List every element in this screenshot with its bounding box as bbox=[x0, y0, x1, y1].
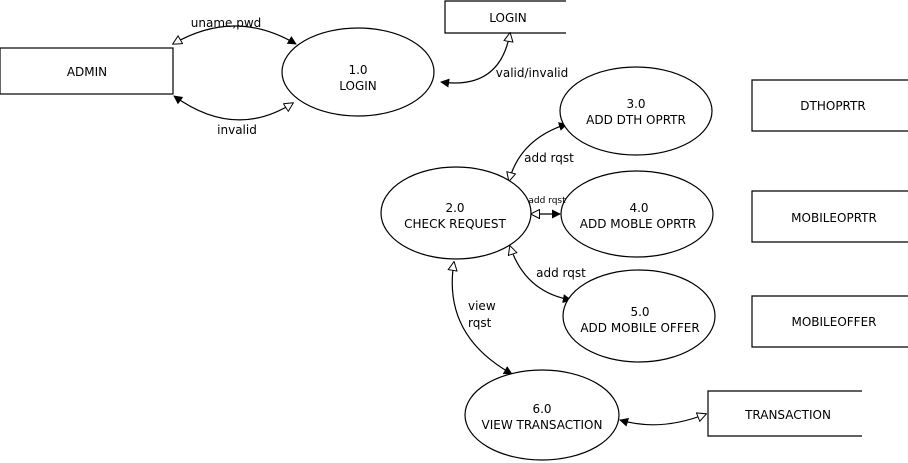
flow-label-invalid: invalid bbox=[217, 123, 257, 137]
store-login-label: LOGIN bbox=[489, 11, 527, 25]
flow-check-to-offer bbox=[510, 246, 571, 300]
store-mobileoprtr-label: MOBILEOPRTR bbox=[791, 211, 877, 225]
entity-admin-label: ADMIN bbox=[67, 65, 107, 79]
process-check-request-name: CHECK REQUEST bbox=[404, 217, 506, 231]
process-login-number: 1.0 bbox=[348, 63, 367, 77]
flow-view-to-transaction bbox=[620, 414, 706, 425]
store-transaction: TRANSACTION bbox=[707, 390, 862, 437]
store-mobileoffer: MOBILEOFFER bbox=[751, 295, 908, 348]
process-login-name: LOGIN bbox=[339, 79, 377, 93]
flow-label-add-rqst-mobile: add rqst bbox=[528, 196, 566, 206]
entity-admin: ADMIN bbox=[0, 47, 174, 95]
process-check-request: 2.0 CHECK REQUEST bbox=[380, 166, 532, 260]
store-mobileoffer-label: MOBILEOFFER bbox=[791, 315, 876, 329]
process-add-mobile-number: 4.0 bbox=[629, 201, 648, 215]
flow-label-view: view bbox=[468, 299, 496, 313]
store-transaction-label: TRANSACTION bbox=[744, 408, 831, 422]
process-add-dth: 3.0 ADD DTH OPRTR bbox=[559, 66, 713, 156]
process-add-dth-number: 3.0 bbox=[626, 97, 645, 111]
process-check-request-number: 2.0 bbox=[445, 201, 464, 215]
process-add-offer: 5.0 ADD MOBILE OFFER bbox=[562, 269, 716, 363]
process-add-offer-name: ADD MOBILE OFFER bbox=[580, 321, 699, 335]
store-dthoprtr-label: DTHOPRTR bbox=[800, 99, 865, 113]
flow-admin-to-login bbox=[173, 25, 296, 44]
flow-check-to-view bbox=[452, 262, 512, 375]
process-view-transaction-number: 6.0 bbox=[532, 402, 551, 416]
process-add-offer-number: 5.0 bbox=[630, 305, 649, 319]
flow-check-to-dth bbox=[509, 124, 567, 181]
flow-label-rqst: rqst bbox=[468, 316, 492, 330]
flow-label-uname-pwd: uname,pwd bbox=[191, 16, 262, 30]
flow-login-to-admin bbox=[174, 96, 293, 121]
flow-login-store bbox=[441, 33, 510, 83]
flow-label-add-rqst-offer: add rqst bbox=[536, 266, 586, 280]
process-login: 1.0 LOGIN bbox=[281, 27, 435, 117]
process-view-transaction: 6.0 VIEW TRANSACTION bbox=[464, 369, 620, 461]
process-view-transaction-name: VIEW TRANSACTION bbox=[482, 418, 603, 432]
process-add-dth-name: ADD DTH OPRTR bbox=[586, 113, 686, 127]
store-login: LOGIN bbox=[444, 0, 566, 34]
process-add-mobile: 4.0 ADD MOBLE OPRTR bbox=[560, 170, 714, 258]
flow-label-valid-invalid: valid/invalid bbox=[496, 66, 568, 80]
process-add-mobile-name: ADD MOBLE OPRTR bbox=[580, 217, 696, 231]
store-dthoprtr: DTHOPRTR bbox=[751, 79, 908, 132]
store-mobileoprtr: MOBILEOPRTR bbox=[751, 190, 908, 243]
flow-label-add-rqst-dth: add rqst bbox=[524, 151, 574, 165]
